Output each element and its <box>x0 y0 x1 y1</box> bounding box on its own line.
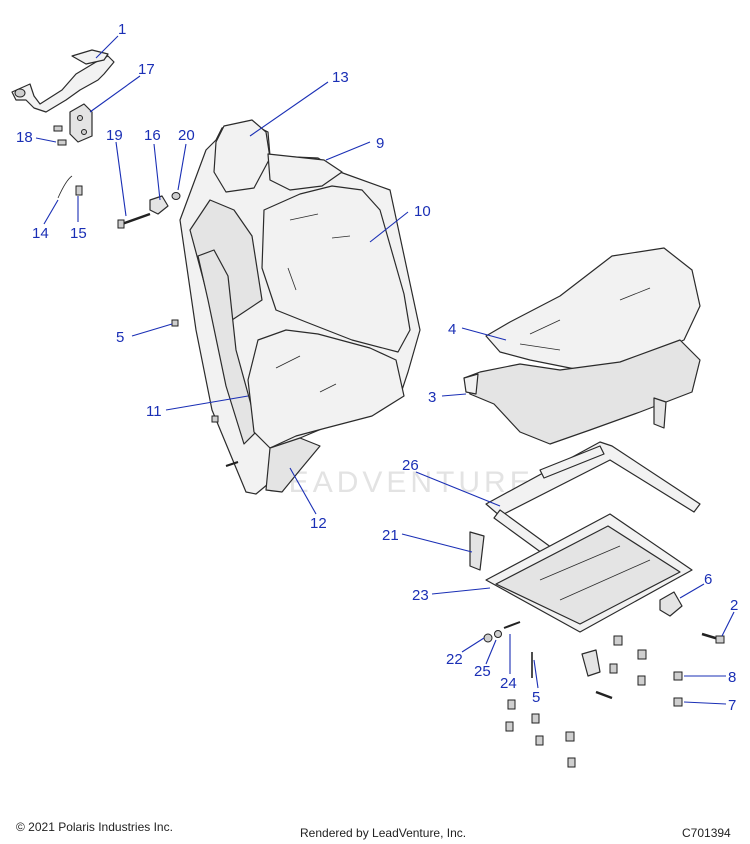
part-23-seat-tray <box>485 513 693 633</box>
callout-3: 3 <box>428 389 436 406</box>
part-20-nut <box>171 192 181 200</box>
callout-7: 7 <box>728 697 736 714</box>
watermark: LEADVENTURE <box>268 466 534 499</box>
callout-15: 15 <box>70 225 87 242</box>
callout-13: 13 <box>332 69 349 86</box>
callout-17: 17 <box>138 61 155 78</box>
part-19-bolt <box>117 212 151 229</box>
callout-19: 19 <box>106 127 123 144</box>
part-16-clip <box>149 195 169 215</box>
seat-back-small-hardware <box>171 319 239 467</box>
part-18-screws <box>53 125 67 146</box>
callout-2: 2 <box>730 597 738 614</box>
callout-12: 12 <box>310 515 327 532</box>
part-9-back-trim <box>267 153 343 191</box>
part-4-seat-cushion <box>485 247 701 371</box>
callout-26: 26 <box>402 457 419 474</box>
part-2-bolt <box>701 632 725 644</box>
callout-10: 10 <box>414 203 431 220</box>
part-21-strap <box>469 397 667 571</box>
callout-labels: 1 17 18 19 16 20 14 15 13 9 10 5 4 3 11 … <box>16 21 738 714</box>
leader-lines <box>35 35 735 705</box>
part-14-wire <box>57 175 73 199</box>
callout-16: 16 <box>144 127 161 144</box>
copyright-text: © 2021 Polaris Industries Inc. <box>16 820 173 834</box>
callout-18: 18 <box>16 129 33 146</box>
callout-8: 8 <box>728 669 736 686</box>
parts-22-24-25-hardware <box>483 621 533 678</box>
loose-fasteners <box>505 635 683 768</box>
callout-6: 6 <box>704 571 712 588</box>
part-1-grab-handle <box>11 49 115 113</box>
callout-14: 14 <box>32 225 49 242</box>
callout-9: 9 <box>376 135 384 152</box>
callout-20: 20 <box>178 127 195 144</box>
part-12-seat-back-base <box>265 437 321 493</box>
callout-5-lower: 5 <box>532 689 540 706</box>
part-15-fastener <box>75 185 83 196</box>
part-6-bracket <box>581 591 683 677</box>
part-10-upper-cushion <box>261 185 411 353</box>
callout-1: 1 <box>118 21 126 38</box>
callout-23: 23 <box>412 587 429 604</box>
callout-22: 22 <box>446 651 463 668</box>
callout-11: 11 <box>146 403 162 420</box>
callout-25: 25 <box>474 663 491 680</box>
part-3-seat-pan <box>463 339 701 445</box>
part-17-bracket <box>69 103 93 143</box>
callout-4: 4 <box>448 321 456 338</box>
callout-24: 24 <box>500 675 517 692</box>
callout-5-upper: 5 <box>116 329 124 346</box>
part-11-lower-cushion <box>247 329 405 449</box>
diagram-code: C701394 <box>682 826 731 840</box>
rendered-by-text: Rendered by LeadVenture, Inc. <box>300 826 467 840</box>
callout-21: 21 <box>382 527 399 544</box>
